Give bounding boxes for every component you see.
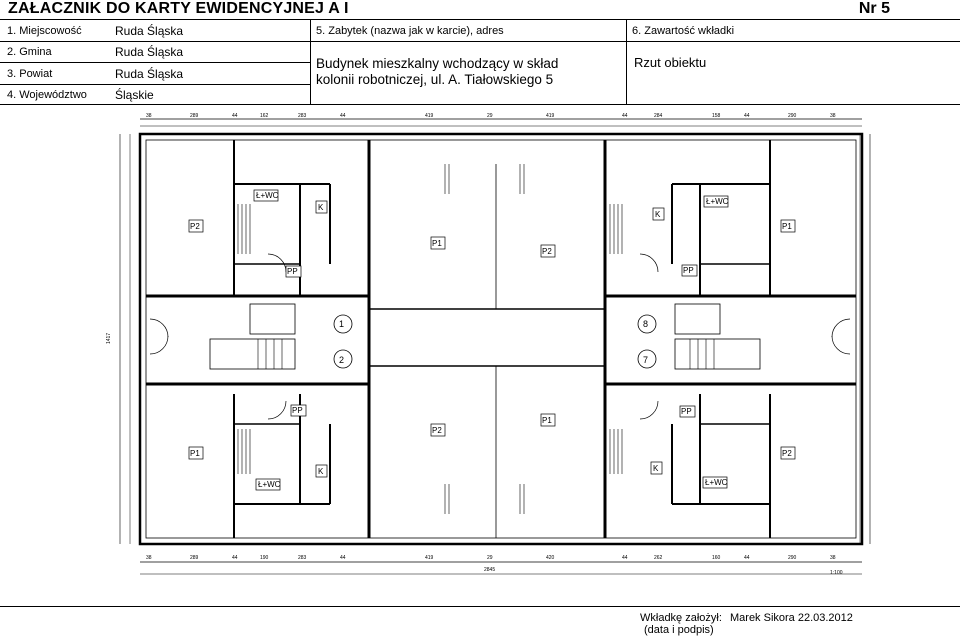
footer-value: Marek Sikora 22.03.2012 [730, 612, 853, 624]
room-label-p2-center-lower: P2 [432, 426, 442, 435]
scale-note: 1:100 [830, 570, 843, 576]
room-label-p1-center-lower: P1 [542, 416, 552, 425]
dim-total-height: 1417 [106, 333, 112, 344]
header-rule-bottom [0, 104, 960, 105]
field-label-voivodeship: 4. Województwo [7, 89, 87, 101]
object-rule [310, 41, 626, 42]
object-name-line1: Budynek mieszkalny wchodzący w skład [316, 56, 559, 71]
header-divider-1 [310, 19, 311, 104]
room-label-p1-left-lower: P1 [190, 449, 200, 458]
room-label-lwc-3: Ł+WC [258, 480, 281, 489]
dim-top-12: 158 [712, 113, 721, 119]
dim-top-10: 44 [622, 113, 628, 119]
dim-bottom-9: 420 [546, 555, 555, 561]
room-label-pp-1: PP [287, 267, 298, 276]
room-label-lwc-4: Ł+WC [705, 478, 728, 487]
dim-top-9: 419 [546, 113, 555, 119]
dim-top-3: 44 [232, 113, 238, 119]
room-label-lwc-2: Ł+WC [706, 197, 729, 206]
room-label-p2-left-upper: P2 [190, 222, 200, 231]
dim-top-14: 290 [788, 113, 797, 119]
dim-bottom-14: 290 [788, 555, 797, 561]
dim-bottom-3: 44 [232, 555, 238, 561]
dim-bottom-1: 38 [146, 555, 152, 561]
dim-top-13: 44 [744, 113, 750, 119]
room-label-p1-right-upper: P1 [782, 222, 792, 231]
row-rule-2 [0, 62, 310, 63]
unit-number-1: 1 [339, 319, 344, 329]
footer-label: Wkładkę założył: [640, 612, 722, 624]
room-label-k-4: K [653, 464, 659, 473]
field-label-district: 3. Powiat [7, 68, 53, 80]
insert-label: 6. Zawartość wkładki [632, 25, 735, 37]
dim-bottom-13: 44 [744, 555, 750, 561]
dim-top-11: 284 [654, 113, 663, 119]
page-title: ZAŁACZNIK DO KARTY EWIDENCYJNEJ A I [8, 0, 349, 17]
field-label-town: 1. Miejscowość [7, 25, 82, 37]
room-label-k-2: K [655, 210, 661, 219]
field-value-district: Ruda Śląska [115, 67, 184, 81]
room-label-pp-2: PP [683, 266, 694, 275]
row-rule-3 [0, 84, 310, 85]
object-name-line2: kolonii robotniczej, ul. A. Tiałowskiego… [316, 72, 554, 87]
dim-bottom-7: 419 [425, 555, 434, 561]
header-divider-2 [626, 19, 627, 104]
field-value-commune: Ruda Śląska [115, 45, 184, 59]
dim-bottom-5: 283 [298, 555, 307, 561]
room-label-p1-center-upper: P1 [432, 239, 442, 248]
dim-bottom-8: 29 [487, 555, 493, 561]
field-value-town: Ruda Śląska [115, 24, 184, 38]
dim-bottom-6: 44 [340, 555, 346, 561]
unit-number-8: 8 [643, 319, 648, 329]
field-label-commune: 2. Gmina [7, 46, 52, 58]
field-value-voivodeship: Śląskie [115, 88, 154, 102]
unit-number-2: 2 [339, 355, 344, 365]
dim-top-8: 29 [487, 113, 493, 119]
dim-top-1: 38 [146, 113, 152, 119]
dim-bottom-2: 289 [190, 555, 199, 561]
dim-bottom-12: 160 [712, 555, 721, 561]
footer-rule [0, 606, 960, 607]
dim-bottom-11: 262 [654, 555, 663, 561]
room-label-p2-right-lower: P2 [782, 449, 792, 458]
card-number: Nr 5 [858, 0, 890, 17]
dim-top-15: 38 [830, 113, 836, 119]
dim-top-4: 162 [260, 113, 269, 119]
footer-sublabel: (data i podpis) [644, 624, 714, 636]
dim-top-6: 44 [340, 113, 346, 119]
room-label-lwc-1: Ł+WC [256, 191, 279, 200]
insert-value: Rzut obiektu [634, 55, 707, 70]
room-label-pp-3: PP [292, 406, 303, 415]
room-label-pp-4: PP [681, 407, 692, 416]
insert-rule [626, 41, 960, 42]
room-label-p2-center-upper: P2 [542, 247, 552, 256]
dim-bottom-15: 38 [830, 555, 836, 561]
unit-number-7: 7 [643, 355, 648, 365]
room-label-k-1: K [318, 203, 324, 212]
dim-top-7: 419 [425, 113, 434, 119]
header-rule-top [0, 19, 960, 20]
row-rule-1 [0, 41, 310, 42]
dim-bottom-10: 44 [622, 555, 628, 561]
dim-top-5: 283 [298, 113, 307, 119]
dim-bottom-4: 190 [260, 555, 269, 561]
dim-total-width: 2845 [484, 567, 495, 573]
dim-top-2: 289 [190, 113, 199, 119]
room-label-k-3: K [318, 467, 324, 476]
object-label: 5. Zabytek (nazwa jak w karcie), adres [316, 25, 504, 37]
floor-plan: P2 P1 P1 P2 P1 P2 P2 P1 K K K K PP PP PP… [106, 113, 871, 576]
